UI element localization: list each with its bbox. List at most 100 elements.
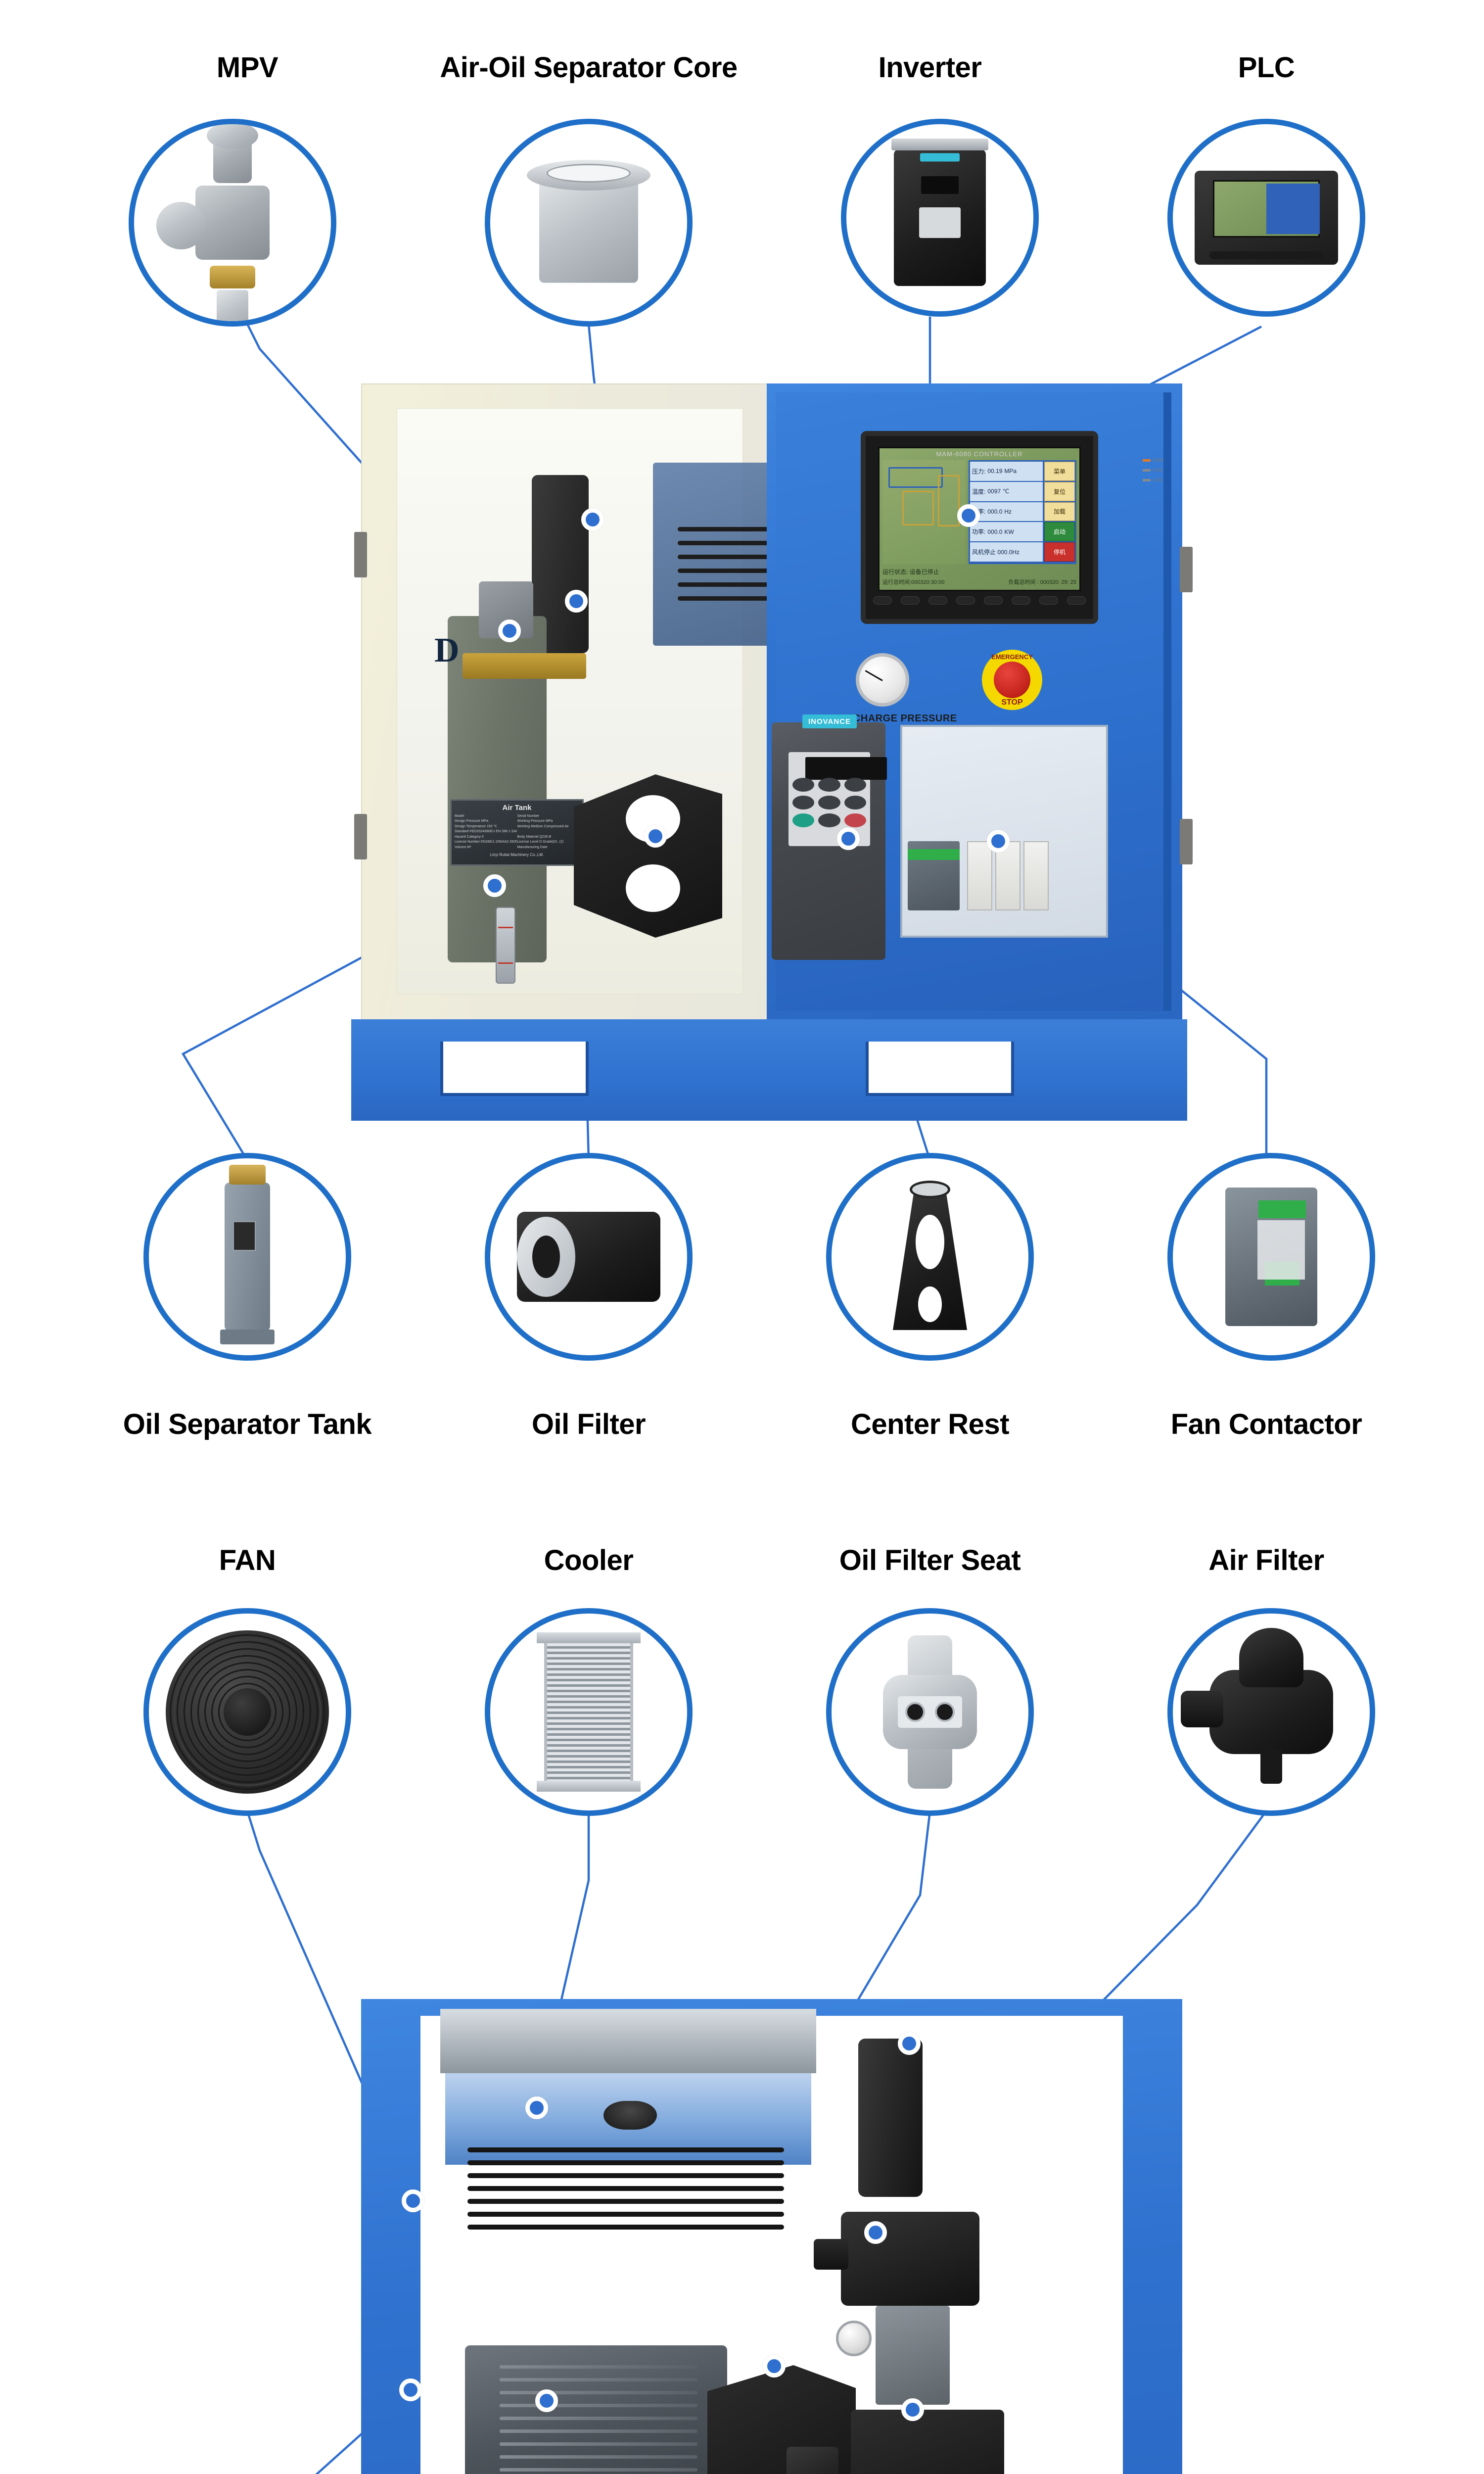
marker-dot-oil-filter-top[interactable] [898, 2032, 921, 2055]
nameplate-field: Working Medium Compressed Air [517, 824, 569, 828]
callout-circle-oil-filter[interactable] [485, 1153, 693, 1361]
machine-fan-hub [603, 2101, 657, 2130]
air-filter-icon [1173, 1614, 1370, 1810]
marker-dot-fan-contactor[interactable] [987, 830, 1010, 853]
plc-key-right[interactable] [1067, 596, 1086, 605]
plc-key[interactable] [928, 596, 947, 605]
separator-core-icon [490, 124, 687, 321]
callout-label-mpv: MPV [216, 51, 278, 84]
plc-key-up[interactable] [1012, 596, 1030, 605]
plc-field-value: 000.0 [987, 508, 1003, 515]
marker-dot-motor[interactable] [399, 2379, 422, 2401]
machine-air-end-part [851, 2410, 1004, 2474]
marker-dot-oil-filter[interactable] [565, 590, 588, 613]
plc-time-totals: 运行总时间:000320:30:00 负载总时间 : 000320: 29: 2… [882, 578, 1076, 586]
callout-circle-separator-core[interactable] [485, 119, 693, 327]
marker-dot-fan[interactable] [402, 2189, 424, 2212]
plc-menu-button[interactable]: 菜单 [1044, 462, 1075, 481]
callout-circle-oil-separator-tank[interactable] [143, 1153, 351, 1361]
plc-key-down[interactable] [1039, 596, 1058, 605]
marker-dot-intake-valve[interactable] [763, 2355, 786, 2378]
oil-separator-tank-icon [149, 1158, 346, 1355]
marker-dot-oil-separator-tank[interactable] [483, 874, 506, 897]
marker-dot-cooler[interactable] [525, 2096, 548, 2119]
marker-dot-air-filter[interactable] [864, 2221, 887, 2244]
cooler-radiator-icon [490, 1614, 687, 1810]
marker-dot-mpv[interactable] [498, 619, 521, 642]
nameplate-field: Working Pressure MPa [517, 819, 553, 823]
discharge-pressure-gauge [856, 653, 909, 707]
marker-dot-separator-core[interactable] [581, 508, 604, 531]
right-latch-upper [1180, 547, 1193, 592]
callout-circle-inverter[interactable] [841, 119, 1039, 317]
plc-key[interactable] [873, 596, 892, 605]
plc-field-value: 000.0 [987, 528, 1003, 535]
emergency-stop-top-text: EMERGENCY [991, 653, 1033, 661]
plc-reset-button[interactable]: 复位 [1044, 481, 1075, 501]
callout-circle-fan[interactable] [143, 1608, 351, 1816]
marker-dot-coupling[interactable] [535, 2389, 558, 2412]
machine-inverter-part: INOVANCE [772, 714, 887, 960]
machine-fan-guard [467, 2147, 784, 2236]
machine-hose-coil [678, 527, 801, 626]
plc-led-label: PWR [1153, 458, 1163, 463]
plc-readouts: 压力: 00.19 MPa 菜单 温度: 0097 ℃ 复位 [969, 460, 1076, 564]
callout-circle-mpv[interactable] [129, 119, 336, 327]
machine-rear-gauge [836, 2321, 872, 2356]
plc-led-indicator [1143, 459, 1151, 462]
plc-fan-status: 风机停止 000.0Hz [970, 542, 1043, 562]
nameplate-field: License Number EN286/1.109/AA2-2605) [455, 840, 517, 844]
plc-led-label: ALM [1153, 477, 1162, 482]
callout-circle-center-rest[interactable] [826, 1153, 1034, 1361]
callout-label-inverter: Inverter [878, 51, 982, 84]
marker-dot-center-rest[interactable] [644, 825, 667, 848]
callout-circle-oil-filter-seat[interactable] [826, 1608, 1034, 1816]
plc-row-fan: 风机停止 000.0Hz 停机 [970, 542, 1075, 562]
callout-circle-fan-contactor[interactable] [1167, 1153, 1375, 1361]
machine-motor-part [465, 2345, 727, 2474]
plc-screen[interactable]: MAM-6080 CONTROLLER 压力: 00.19 MPa 菜单 [878, 447, 1081, 591]
plc-key[interactable] [901, 596, 920, 605]
callout-label-cooler: Cooler [544, 1544, 634, 1576]
callout-label-oil-separator-tank: Oil Separator Tank [123, 1408, 372, 1440]
oil-filter-seat-icon [832, 1614, 1028, 1810]
forklift-pocket-left [440, 1042, 589, 1096]
plc-field-name: 压力: [972, 468, 986, 475]
nameplate-fields: Model Serial Number Design Pressure MPa … [452, 812, 582, 852]
oil-sight-glass [496, 907, 515, 984]
nameplate-title: Air Tank [502, 804, 532, 812]
front-view-diagram: MPV Air-Oil Separator Core Inverter PLC [0, 0, 1484, 1484]
marker-dot-plc[interactable] [957, 504, 980, 527]
callout-circle-air-filter[interactable] [1167, 1608, 1375, 1816]
plc-field: 功率: 000.0 KW [970, 522, 1043, 541]
callout-circle-cooler[interactable] [485, 1608, 693, 1816]
emergency-stop-mushroom[interactable] [994, 662, 1030, 698]
plc-load-button[interactable]: 加载 [1044, 502, 1075, 522]
plc-key[interactable] [956, 596, 975, 605]
emergency-stop-button[interactable]: EMERGENCY STOP [982, 650, 1042, 710]
plc-field-name: 温度: [972, 488, 986, 495]
nameplate-field [517, 829, 580, 834]
inverter-keypad [788, 752, 887, 846]
machine-brass-manifold [463, 653, 586, 679]
plc-field-unit: Hz [1004, 508, 1012, 515]
compressor-front-render: D Air Tank Model Serial Number Design Pr… [351, 383, 1193, 1121]
plc-start-button[interactable]: 启动 [1044, 522, 1075, 541]
plc-row: 温度: 0097 ℃ 复位 [970, 481, 1075, 501]
right-latch-lower [1180, 819, 1193, 864]
plc-key-left[interactable] [984, 596, 1003, 605]
side-latch-upper [354, 532, 367, 577]
plc-status-line: 运行状态: 设备已停止 [882, 569, 939, 575]
plc-stop-button[interactable]: 停机 [1044, 542, 1075, 562]
marker-dot-air-end[interactable] [901, 2398, 924, 2421]
callout-label-center-rest: Center Rest [850, 1408, 1010, 1440]
air-filter-inlet [814, 2239, 848, 2270]
marker-dot-inverter[interactable] [837, 827, 860, 850]
nameplate-field: Design Pressure MPa [455, 819, 489, 823]
rear-view-diagram: FAN Cooler Oil Filter Seat Air Filter [0, 1514, 1484, 2474]
plc-keypad[interactable] [873, 596, 1086, 605]
callout-circle-plc[interactable] [1167, 119, 1365, 317]
center-rest-icon [832, 1158, 1028, 1355]
motor-cooling-fins [500, 2365, 697, 2474]
inverter-keys [792, 778, 866, 827]
